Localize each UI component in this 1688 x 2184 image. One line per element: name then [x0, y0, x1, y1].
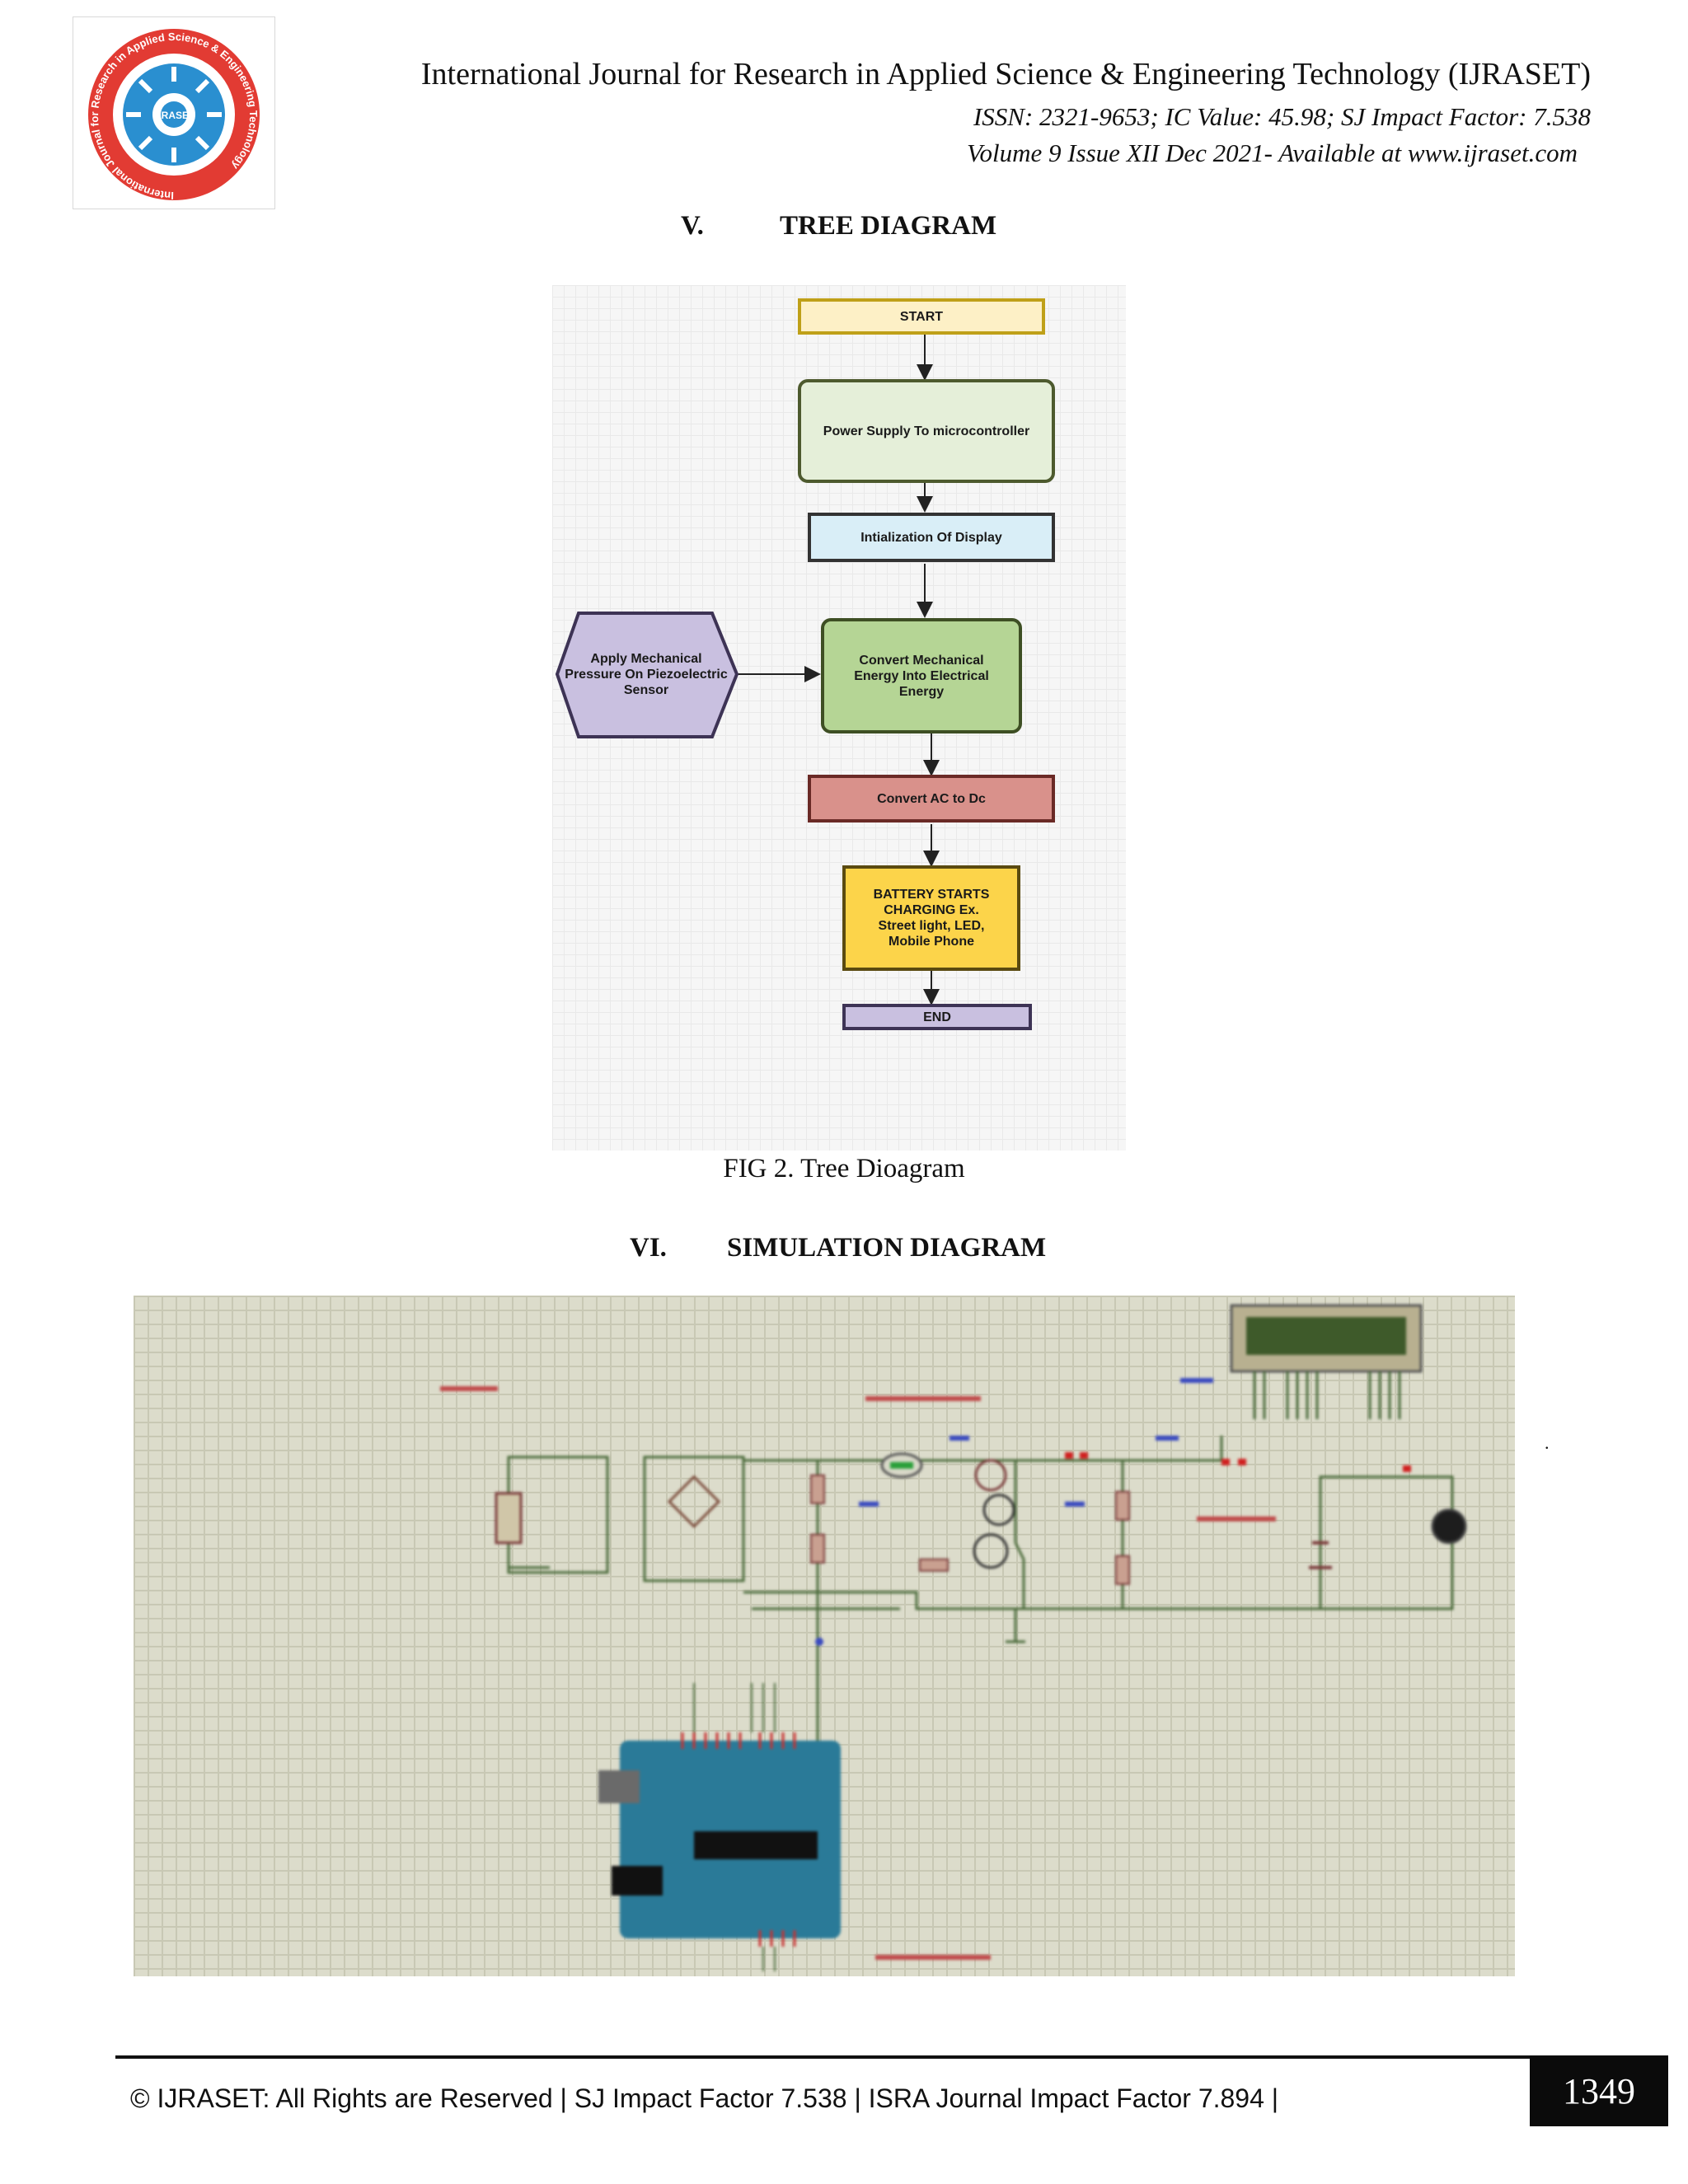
- journal-logo: International Journal for Research in Ap…: [73, 16, 275, 209]
- current-meter: [880, 1452, 923, 1479]
- transistors: [973, 1493, 1015, 1569]
- led-lamp: [1431, 1508, 1467, 1544]
- relay-coil: [974, 1459, 1007, 1492]
- volume-line: Volume 9 Issue XII Dec 2021- Available a…: [966, 138, 1578, 167]
- page-number: 1349: [1530, 2055, 1668, 2126]
- stray-mark: .: [1545, 1432, 1550, 1453]
- bridge-rectifier: [667, 1474, 721, 1529]
- resistors: [810, 1474, 1130, 1585]
- battery-symbol: [1309, 1541, 1332, 1569]
- node-convert-energy: Convert Mechanical Energy Into Electrica…: [821, 618, 1022, 733]
- issn-line: ISSN: 2321-9653; IC Value: 45.98; SJ Imp…: [973, 102, 1591, 131]
- section-6-number: VI.: [630, 1233, 667, 1263]
- figure-caption: FIG 2. Tree Dioagram: [723, 1154, 965, 1183]
- tree-diagram: START Power Supply To microcontroller In…: [552, 285, 1126, 1151]
- footer-rule: [115, 2055, 1530, 2059]
- node-init-display: Intialization Of Display: [808, 513, 1055, 562]
- simulation-diagram: [134, 1296, 1515, 1976]
- piezo-source: [495, 1492, 523, 1544]
- node-apply-pressure: Apply Mechanical Pressure On Piezoelectr…: [565, 651, 728, 697]
- node-convert-ac-dc: Convert AC to Dc: [808, 775, 1055, 823]
- node-battery: BATTERY STARTS CHARGING Ex. Street light…: [842, 865, 1020, 971]
- logo-center-text: IJRASET: [153, 110, 195, 121]
- lcd-display: [1230, 1304, 1423, 1419]
- section-5-number: V.: [681, 211, 704, 241]
- apply-pressure-hexagon: [555, 612, 739, 738]
- journal-title: International Journal for Research in Ap…: [420, 57, 1591, 91]
- section-6-title: SIMULATION DIAGRAM: [727, 1233, 1047, 1263]
- footer-copyright: © IJRASET: All Rights are Reserved | SJ …: [130, 2083, 1279, 2113]
- node-power-supply: Power Supply To microcontroller: [798, 379, 1055, 483]
- arduino-board: [598, 1683, 841, 1971]
- node-end: END: [842, 1004, 1032, 1030]
- section-5-title: TREE DIAGRAM: [780, 211, 997, 241]
- node-start: START: [798, 298, 1045, 335]
